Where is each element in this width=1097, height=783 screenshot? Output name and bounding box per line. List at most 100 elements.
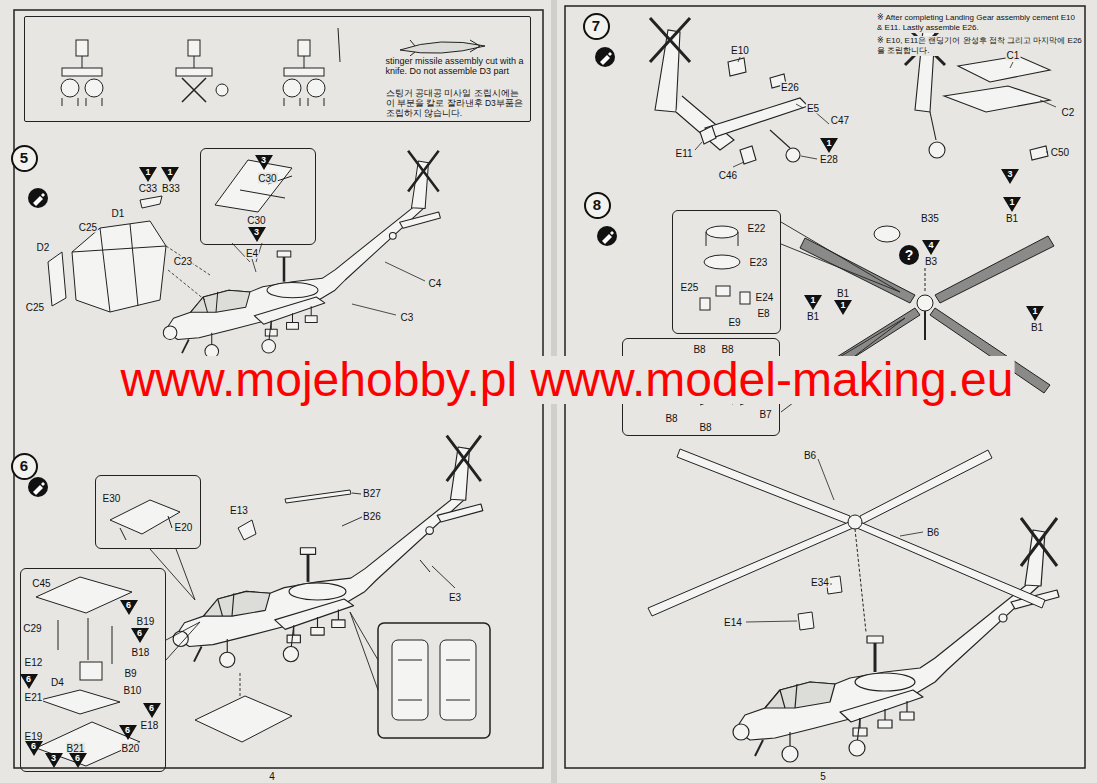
missile-assembly-drawing: [284, 68, 324, 76]
part-label: C23: [173, 256, 193, 267]
inset-drawing: [215, 160, 292, 212]
part-label: B6: [803, 450, 817, 461]
leader-line: [900, 532, 923, 536]
callout-box: E30E20: [95, 475, 201, 549]
part-label: E26: [780, 82, 800, 93]
paint-marker-shape: [1026, 306, 1044, 321]
part-label: E19: [24, 730, 44, 741]
tail-drawing: [740, 146, 756, 164]
main-rotor-drawing: [857, 522, 1045, 608]
callout-box: C45C29B19B18B9E12D4B10E21E18E19B21B20666…: [20, 568, 166, 772]
leader-line: [796, 104, 803, 108]
leader-line: [352, 493, 361, 494]
missile-assembly-drawing: [182, 78, 206, 102]
missile-assembly-drawing: [304, 28, 340, 68]
leader-line: [733, 162, 744, 167]
leader-line: [232, 243, 262, 262]
paint-marker-shape: [119, 725, 137, 740]
part-label: E23: [749, 256, 769, 267]
missile-assembly-drawing: [62, 98, 102, 106]
tail-drawing: [944, 86, 1050, 112]
part-label: 4: [268, 771, 276, 782]
paint-code: 6: [69, 753, 87, 763]
paint-marker-shape: [834, 300, 852, 315]
paint-code: 6: [120, 600, 138, 610]
leader-line: [166, 243, 425, 315]
paint-code: 3: [1001, 169, 1019, 179]
part-label: B35: [920, 213, 940, 224]
help-mark-text: ?: [905, 248, 914, 263]
helicopter-drawing: [173, 436, 483, 668]
part-label: D2: [36, 242, 51, 253]
canopy-parts-drawing: [72, 224, 166, 312]
paint-marker-shape: [820, 138, 838, 153]
part-label: C30: [257, 172, 277, 183]
inset-drawing: [706, 226, 738, 238]
canopy-parts-drawing: [48, 252, 66, 306]
missile-assembly-drawing: [82, 56, 83, 68]
part-label: B8: [698, 421, 712, 432]
help-marker: ?: [899, 245, 919, 265]
paint-marker: 6: [131, 628, 149, 643]
paint-marker-shape: [161, 167, 179, 182]
part-label: E34: [810, 577, 830, 588]
rotor-drawing: [917, 295, 933, 311]
tail-drawing: [705, 98, 808, 138]
part-label: B18: [131, 646, 151, 657]
paint-code: 1: [139, 167, 157, 177]
leader-line: [432, 566, 455, 588]
part-label: E12: [24, 656, 44, 667]
paint-code: 1: [820, 138, 838, 148]
part-label: E10: [730, 45, 750, 56]
paint-marker-shape: [1001, 169, 1019, 184]
paint-code: 1: [1026, 306, 1044, 316]
leader-line: [150, 493, 455, 696]
paint-code: 1: [1003, 197, 1021, 207]
canopy-parts-drawing: [140, 196, 162, 208]
leader-line: [150, 549, 195, 600]
part-drawing: [398, 660, 470, 700]
paint-marker-shape: [804, 295, 822, 310]
rotor-drawing: [935, 236, 1054, 303]
part-label: B21: [66, 742, 86, 753]
paint-marker: 3: [1001, 169, 1019, 184]
part-label: D1: [111, 208, 126, 219]
part-label: E25: [680, 281, 700, 292]
paint-marker: 6: [143, 703, 161, 718]
cement-icon: [597, 226, 617, 246]
callout-box: E22E23E25E24E9E8: [672, 210, 781, 334]
part-drawing: [80, 662, 102, 680]
leader-line: [342, 517, 362, 526]
part-label: B9: [123, 667, 137, 678]
note-text: stinger missile assembly cut with a knif…: [385, 56, 527, 77]
part-label: E24: [755, 291, 775, 302]
part-label: E8: [756, 307, 770, 318]
paint-marker: 3: [248, 227, 266, 242]
paint-marker-shape: [143, 703, 161, 718]
part-label: B20: [121, 742, 141, 753]
missile-assembly-drawing: [283, 79, 301, 97]
leader-line: [385, 262, 425, 281]
paint-code: 4: [922, 240, 940, 250]
part-label: B10: [123, 684, 143, 695]
rotor-drawing: [924, 311, 926, 340]
paint-marker: 1: [834, 300, 852, 315]
paint-marker: 6: [25, 741, 43, 756]
step-number: 6: [11, 453, 38, 480]
step-number-text: 7: [592, 18, 600, 34]
part-label: B8: [664, 412, 678, 423]
part-label: C2: [1061, 107, 1076, 118]
rotor-drawing: [925, 268, 926, 292]
missile-assembly-drawing: [194, 56, 195, 68]
part-label: E14: [723, 617, 743, 628]
paint-code: 6: [20, 674, 38, 684]
paint-marker: 6: [69, 753, 87, 768]
part-label: E9: [727, 316, 741, 327]
part-label: C3: [400, 312, 415, 323]
tail-drawing: [929, 142, 945, 158]
leader-line: [1040, 100, 1056, 107]
leader-line: [1046, 152, 1048, 153]
part-label: D4: [50, 676, 65, 687]
part-label: B6: [926, 527, 940, 538]
tail-drawing: [786, 148, 800, 162]
